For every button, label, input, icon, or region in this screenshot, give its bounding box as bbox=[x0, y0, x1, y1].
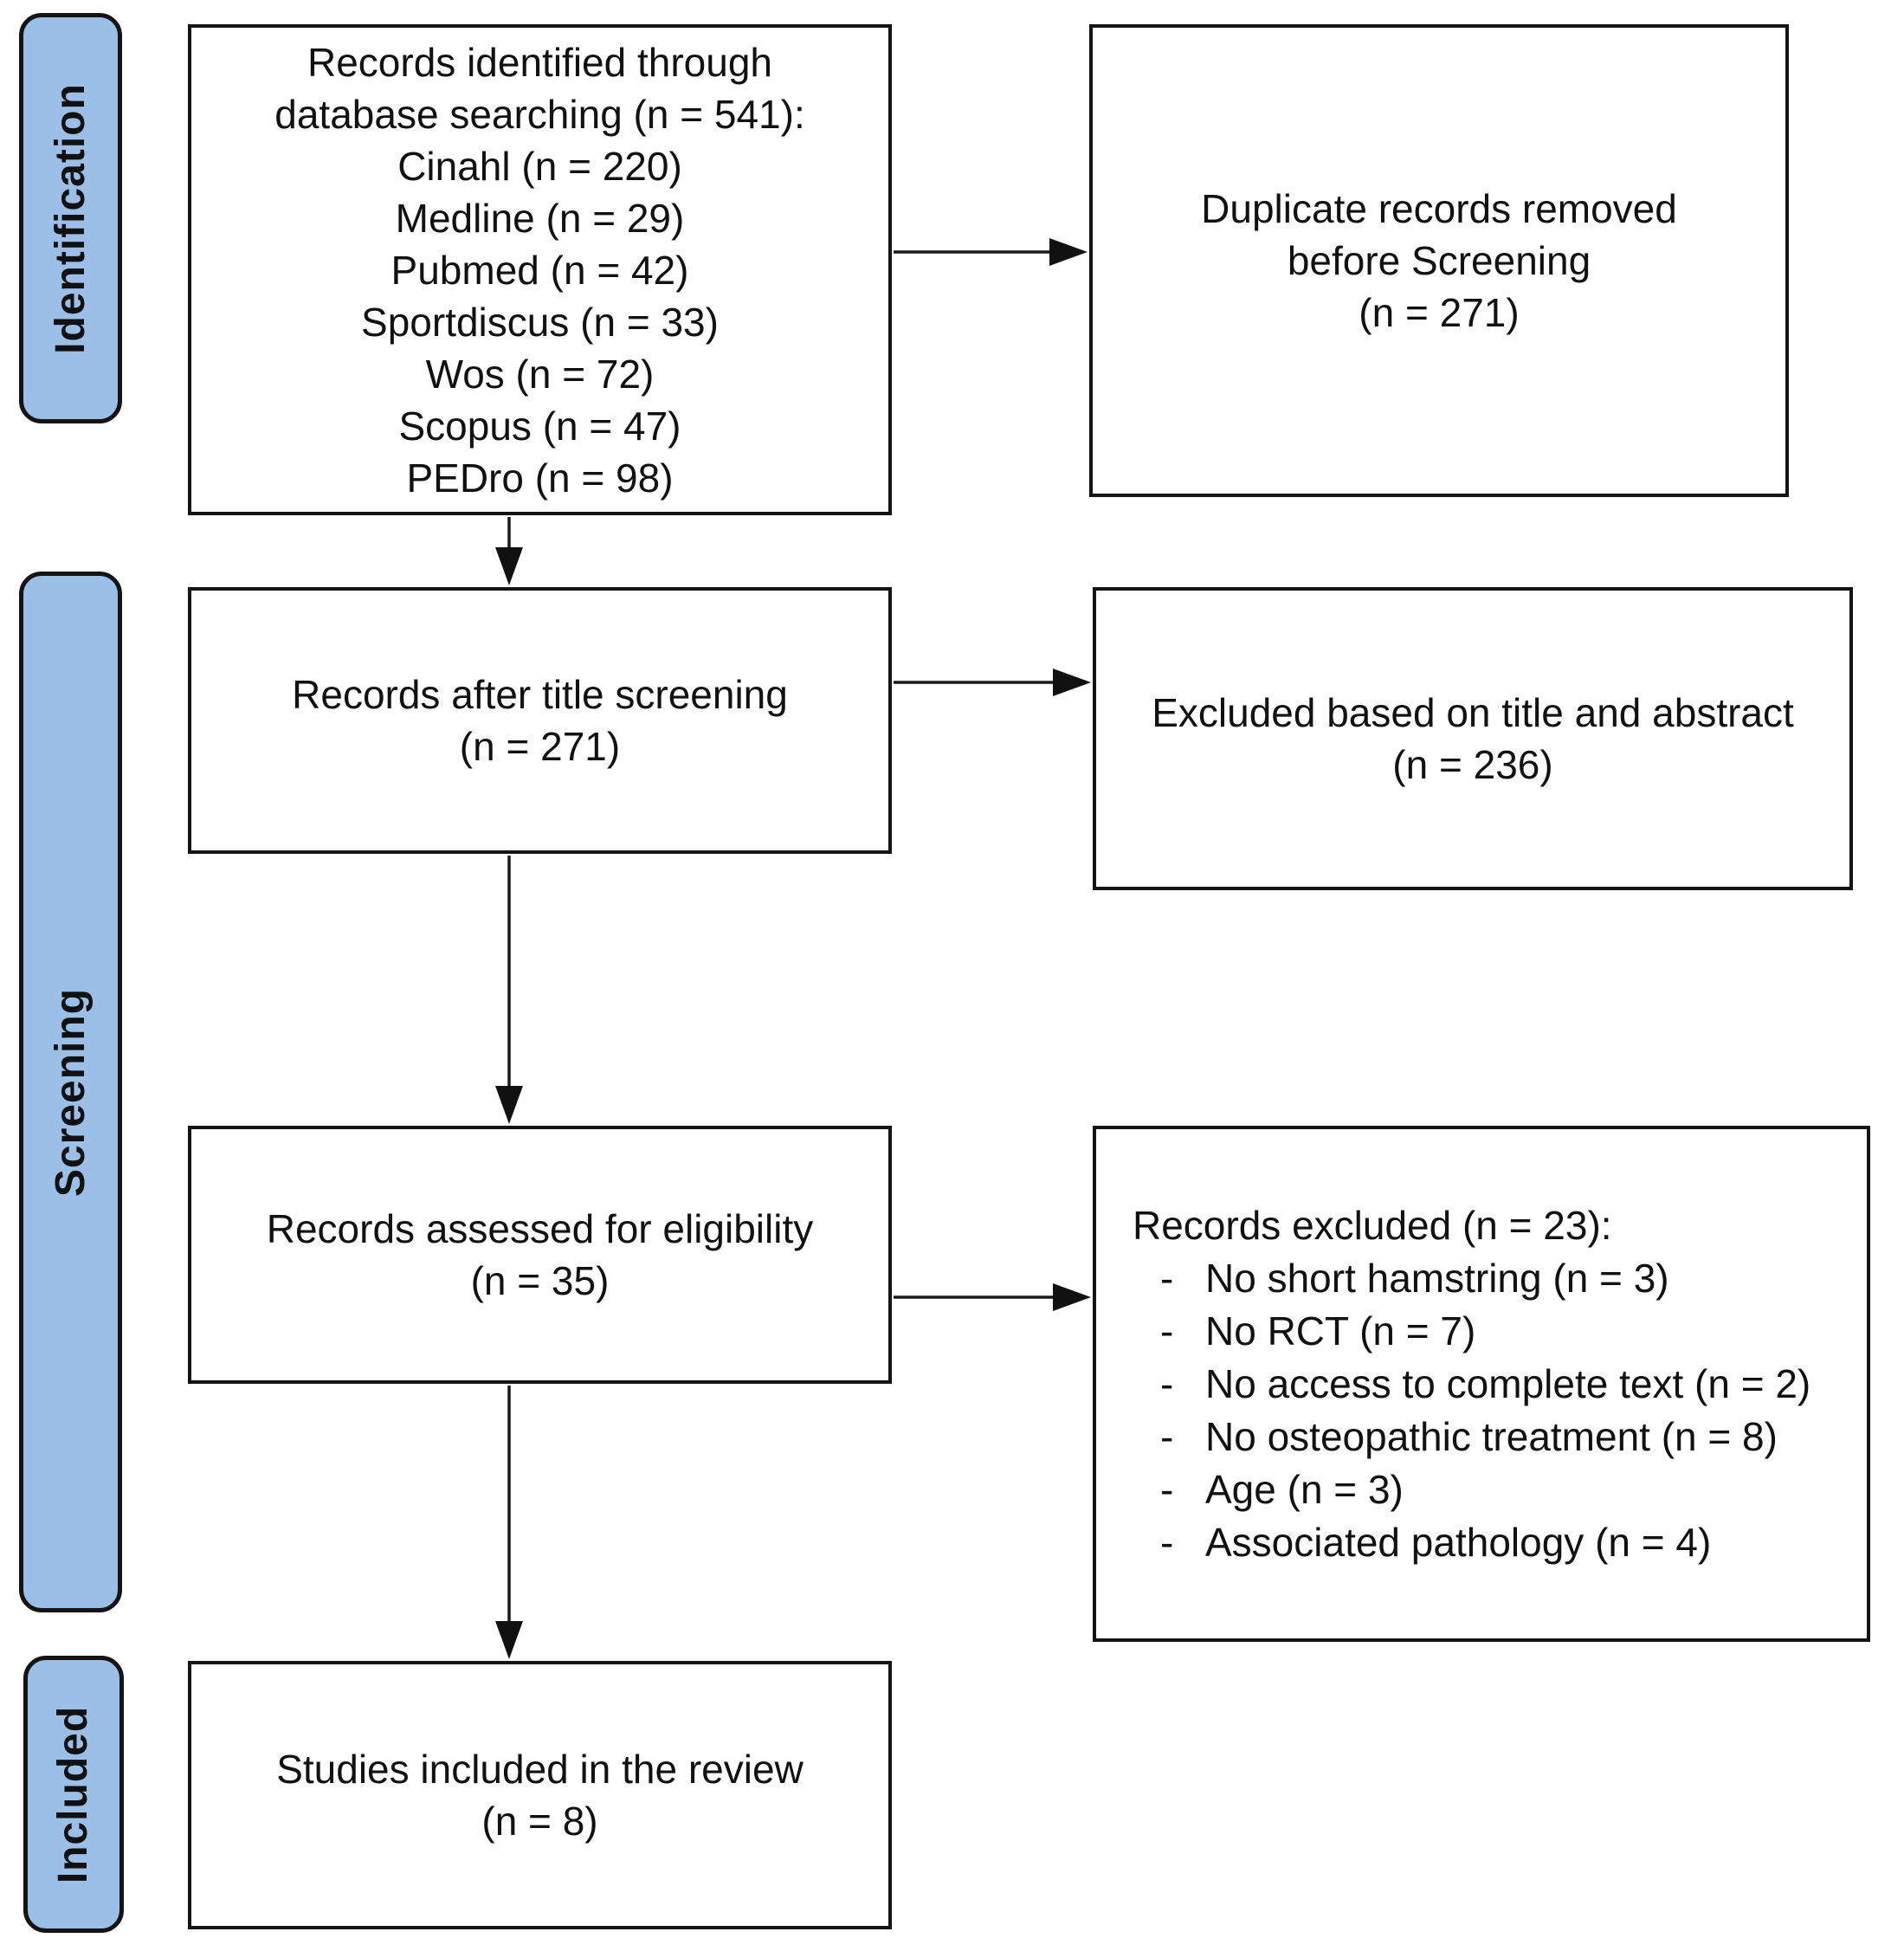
box-excluded-title-abstract-line: (n = 236) bbox=[1392, 742, 1553, 787]
stage-label-screening-text: Screening bbox=[48, 987, 94, 1197]
box-after-title-screening: Records after title screening (n = 271) bbox=[188, 587, 892, 854]
box-records-identified-line: Records identified through bbox=[307, 39, 772, 85]
excluded-reason-item: - Associated pathology (n = 4) bbox=[1133, 1516, 1810, 1569]
bullet-dash: - bbox=[1160, 1466, 1174, 1512]
excluded-reason-text: No RCT (n = 7) bbox=[1205, 1308, 1476, 1353]
excluded-reason-text: No osteopathic treatment (n = 8) bbox=[1205, 1413, 1778, 1459]
bullet-dash: - bbox=[1160, 1413, 1174, 1459]
box-records-identified-line: Medline (n = 29) bbox=[395, 195, 685, 241]
bullet-dash: - bbox=[1160, 1255, 1174, 1301]
box-records-identified-line: Scopus (n = 47) bbox=[398, 403, 681, 449]
box-after-title-screening-line: (n = 271) bbox=[459, 724, 621, 769]
stage-label-included-text: Included bbox=[50, 1705, 97, 1883]
excluded-reason-item: - No osteopathic treatment (n = 8) bbox=[1133, 1411, 1810, 1463]
stage-label-included: Included bbox=[23, 1656, 124, 1933]
box-records-identified-line: Cinahl (n = 220) bbox=[397, 143, 682, 189]
box-excluded-title-abstract: Excluded based on title and abstract (n … bbox=[1093, 587, 1853, 890]
box-duplicates-removed-line: before Screening bbox=[1287, 238, 1591, 283]
excluded-reason-item: - Age (n = 3) bbox=[1133, 1463, 1810, 1516]
arrow-title-screening-to-assessed bbox=[495, 856, 523, 1124]
box-records-identified-line: PEDro (n = 98) bbox=[406, 455, 674, 501]
stage-label-identification: Identification bbox=[19, 13, 122, 423]
bullet-dash: - bbox=[1160, 1360, 1174, 1406]
box-included-studies-line: Studies included in the review bbox=[276, 1747, 804, 1792]
box-records-excluded-heading: Records excluded (n = 23): bbox=[1133, 1202, 1612, 1248]
arrow-assessed-to-included bbox=[495, 1386, 523, 1659]
excluded-reason-item: - No short hamstring (n = 3) bbox=[1133, 1252, 1810, 1305]
box-records-identified-line: Sportdiscus (n = 33) bbox=[361, 299, 719, 345]
box-excluded-title-abstract-line: Excluded based on title and abstract bbox=[1152, 690, 1794, 735]
excluded-reason-item: - No access to complete text (n = 2) bbox=[1133, 1358, 1810, 1411]
bullet-dash: - bbox=[1160, 1519, 1174, 1565]
box-included-studies-line: (n = 8) bbox=[481, 1799, 598, 1844]
box-records-excluded: Records excluded (n = 23): - No short ha… bbox=[1093, 1126, 1870, 1642]
box-after-title-screening-line: Records after title screening bbox=[292, 672, 788, 717]
excluded-reason-text: Associated pathology (n = 4) bbox=[1205, 1519, 1712, 1565]
box-assessed-eligibility: Records assessed for eligibility (n = 35… bbox=[188, 1126, 892, 1384]
excluded-reason-item: - No RCT (n = 7) bbox=[1133, 1305, 1810, 1358]
excluded-reason-text: No short hamstring (n = 3) bbox=[1205, 1255, 1669, 1301]
box-duplicates-removed-line: Duplicate records removed bbox=[1201, 186, 1677, 231]
box-duplicates-removed-line: (n = 271) bbox=[1359, 290, 1520, 335]
box-assessed-eligibility-line: Records assessed for eligibility bbox=[266, 1206, 814, 1251]
arrow-title-screening-to-excluded bbox=[894, 669, 1091, 696]
stage-label-identification-text: Identification bbox=[48, 82, 94, 354]
box-records-identified-line: Pubmed (n = 42) bbox=[390, 247, 689, 293]
excluded-reason-text: No access to complete text (n = 2) bbox=[1205, 1360, 1811, 1406]
stage-label-screening: Screening bbox=[19, 572, 122, 1612]
box-records-identified: Records identified through database sear… bbox=[188, 24, 892, 515]
box-assessed-eligibility-line: (n = 35) bbox=[470, 1258, 610, 1303]
excluded-reasons-list: - No short hamstring (n = 3) - No RCT (n… bbox=[1133, 1252, 1810, 1569]
arrow-identified-to-duplicates bbox=[894, 238, 1088, 266]
arrow-assessed-to-records-excluded bbox=[894, 1283, 1091, 1311]
bullet-dash: - bbox=[1160, 1308, 1174, 1353]
excluded-reason-text: Age (n = 3) bbox=[1205, 1466, 1404, 1512]
box-records-identified-line: database searching (n = 541): bbox=[274, 91, 805, 137]
arrow-identified-to-title-screening bbox=[495, 517, 523, 585]
box-records-identified-line: Wos (n = 72) bbox=[425, 351, 655, 397]
box-duplicates-removed: Duplicate records removed before Screeni… bbox=[1089, 24, 1789, 497]
box-included-studies: Studies included in the review (n = 8) bbox=[188, 1661, 892, 1929]
